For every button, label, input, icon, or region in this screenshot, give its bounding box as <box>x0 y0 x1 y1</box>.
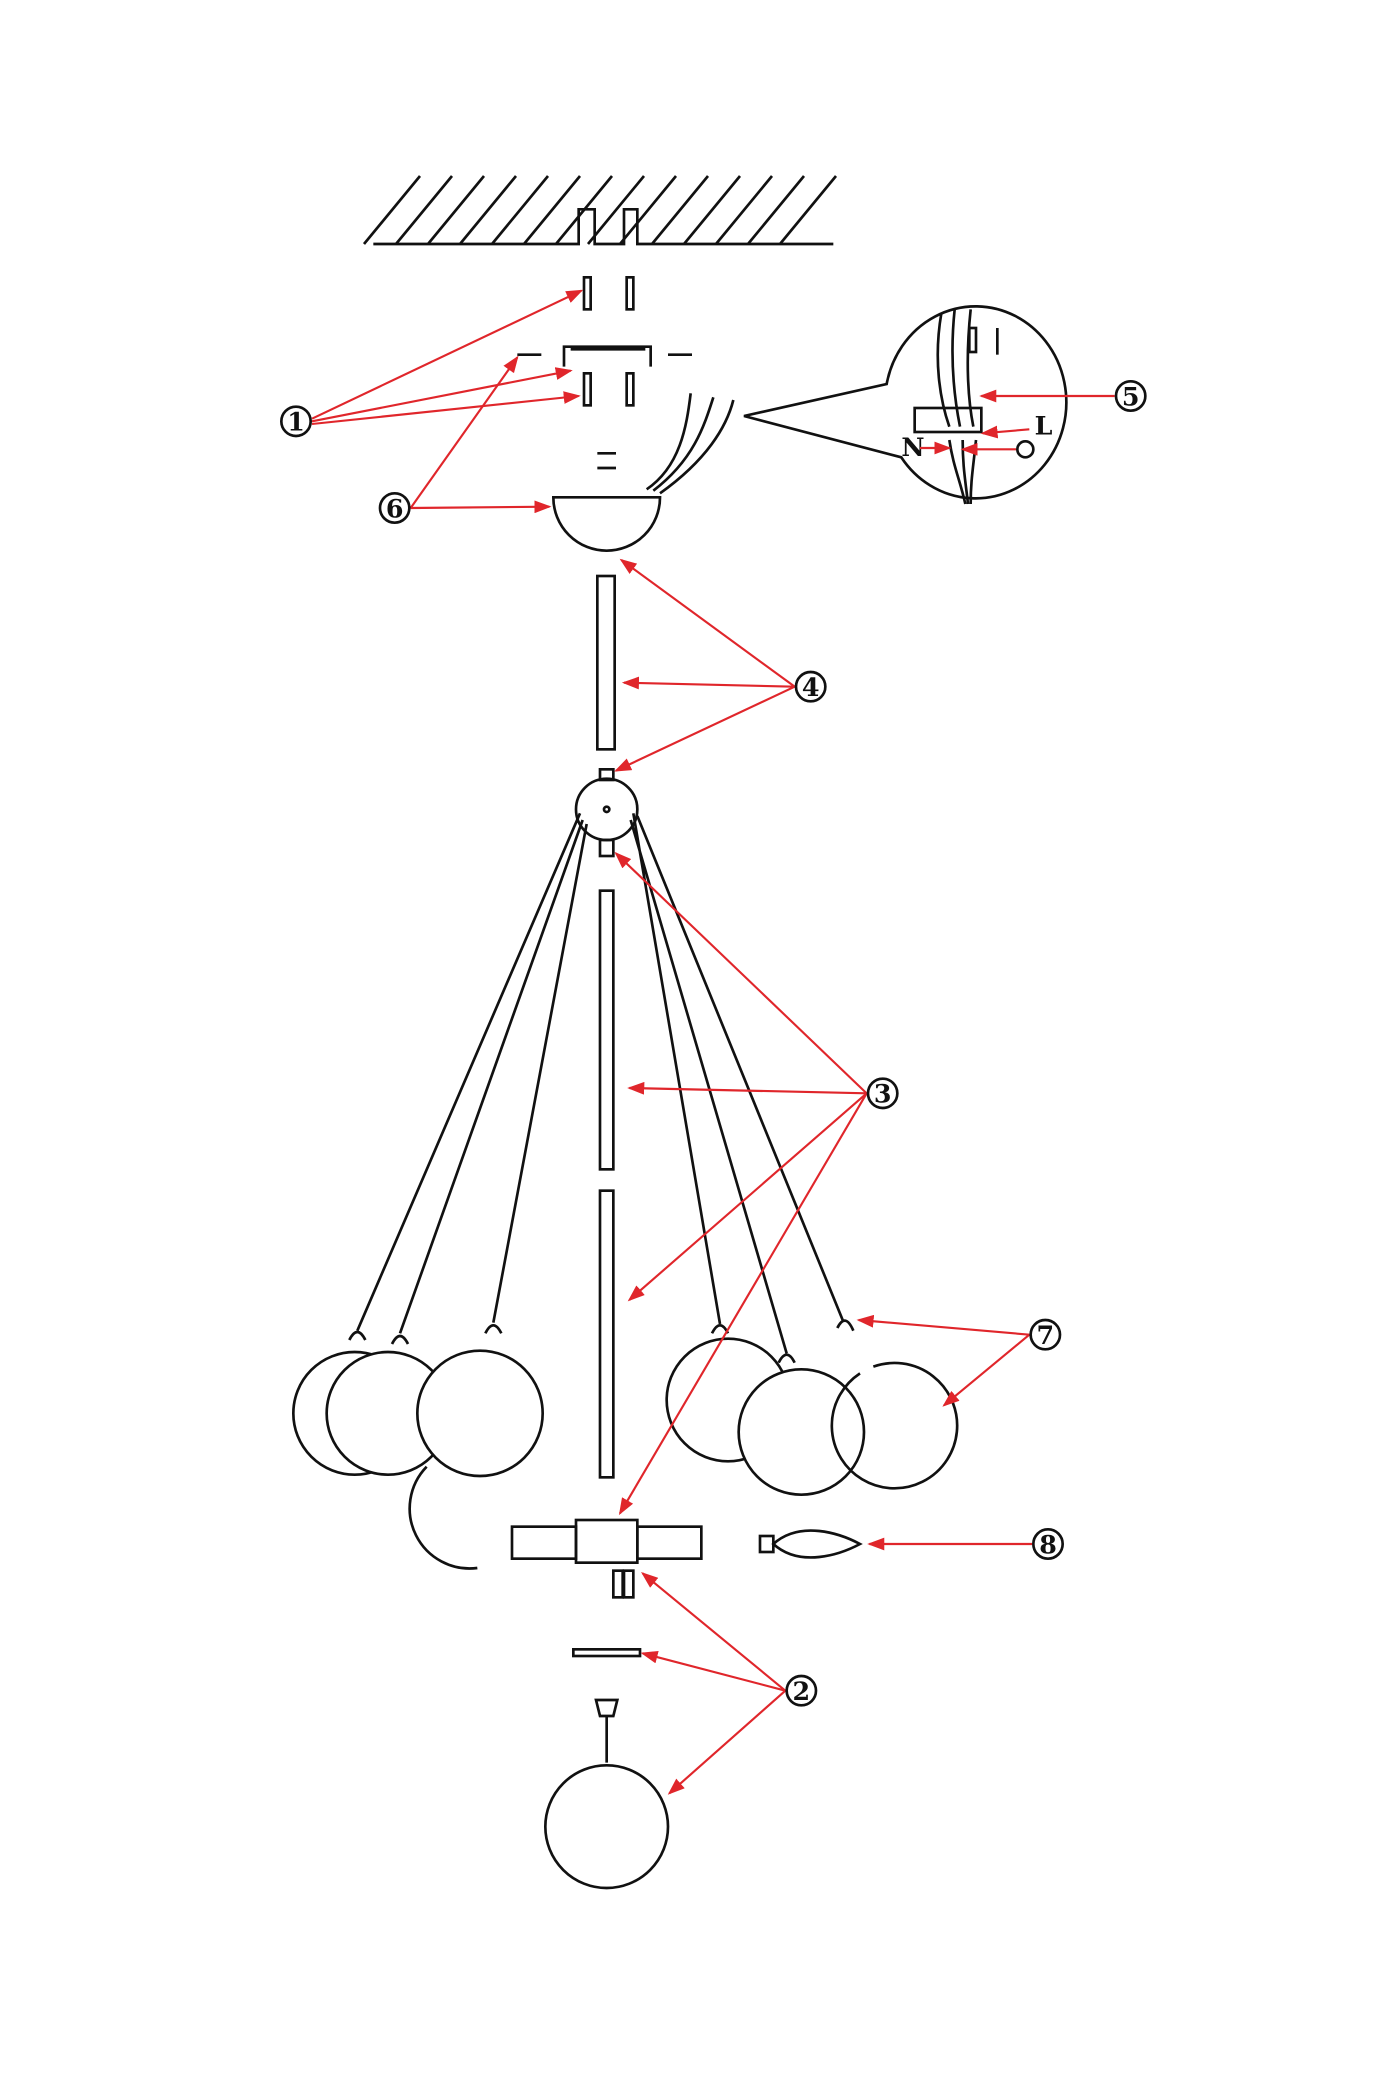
callout-3: 3 <box>866 1077 899 1110</box>
glass-globes <box>291 1337 959 1570</box>
ground-icon <box>1015 440 1035 459</box>
ceiling <box>362 175 838 246</box>
callout-6: 6 <box>378 492 411 524</box>
svg-text:2: 2 <box>793 1676 811 1706</box>
ceiling-hatch-line <box>458 175 518 245</box>
ceiling-hatch-line <box>394 175 454 245</box>
ceiling-hatch-line <box>522 175 582 245</box>
ceiling-hatch-line <box>778 175 838 245</box>
ceiling-hatch-line <box>618 175 678 245</box>
live-label: L <box>1035 411 1053 441</box>
ceiling-hatch-line <box>714 175 774 245</box>
svg-text:4: 4 <box>802 672 820 702</box>
bottom-globe <box>544 1698 670 1890</box>
ceiling-hatch-line <box>490 175 550 245</box>
callout-2: 2 <box>785 1674 818 1707</box>
callout-5: 5 <box>1114 380 1147 412</box>
callout-8: 8 <box>1032 1528 1064 1560</box>
svg-text:6: 6 <box>386 493 404 523</box>
lamp-holder-cluster <box>510 1518 703 1599</box>
light-bulb <box>758 1529 863 1559</box>
wiring-detail-inset: N L <box>743 305 1068 505</box>
neutral-label: N <box>901 432 924 462</box>
ceiling-hatch-line <box>586 175 646 245</box>
svg-text:7: 7 <box>1037 1320 1055 1350</box>
svg-text:3: 3 <box>874 1079 892 1109</box>
rods <box>596 574 616 1479</box>
canopy <box>551 393 735 552</box>
callout-1: 1 <box>280 405 312 438</box>
mounting-screws <box>517 276 692 470</box>
svg-text:5: 5 <box>1122 381 1140 411</box>
ceiling-hatch-line <box>554 175 614 245</box>
callout-7: 7 <box>1029 1318 1062 1351</box>
ceiling-hatch-line <box>650 175 710 245</box>
ceiling-hatch-line <box>426 175 486 245</box>
suspension-wires <box>356 812 844 1354</box>
ceiling-hatch-line <box>746 175 806 245</box>
callout-4: 4 <box>794 670 827 703</box>
svg-text:8: 8 <box>1039 1529 1057 1559</box>
ceiling-hatch-line <box>682 175 742 245</box>
callout-arrows <box>311 289 1115 1795</box>
glass-disc <box>572 1647 642 1658</box>
svg-text:1: 1 <box>287 407 305 437</box>
hooks <box>348 1319 855 1364</box>
mounting-bracket <box>562 345 652 367</box>
ceiling-hatch-line <box>362 175 422 245</box>
hub <box>574 768 639 858</box>
